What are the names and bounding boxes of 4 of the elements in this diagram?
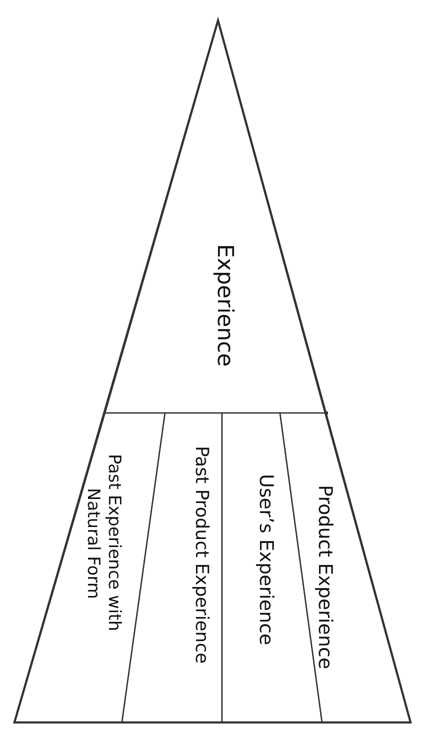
section-label: User’s Experience [254,473,277,648]
section-label: Past Product Experience [190,445,212,665]
section-label: Past Experience with Natural Form [82,453,124,634]
section-label: Product Experience [313,484,336,672]
